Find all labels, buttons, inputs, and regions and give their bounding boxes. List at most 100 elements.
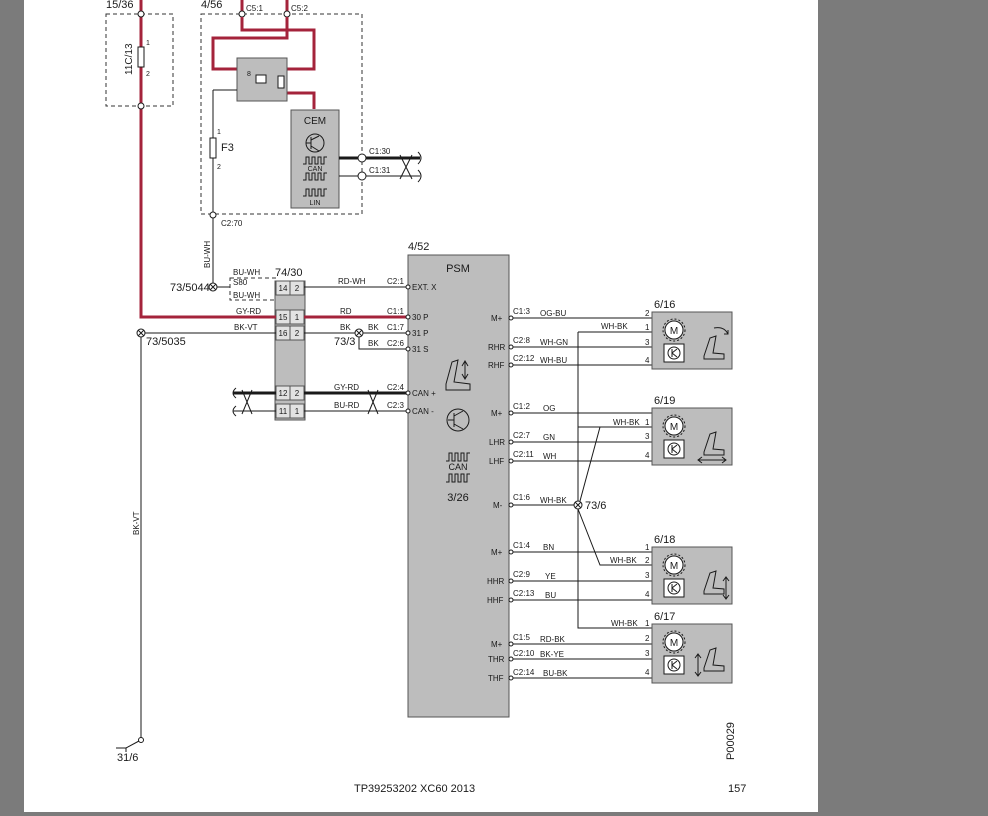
- splice-symbol: [355, 329, 363, 337]
- ref-73-5035: 73/5035: [146, 336, 186, 348]
- pin-c5-1: C5:1: [246, 4, 263, 13]
- wire-node: [138, 737, 144, 743]
- motor-pin: 1: [645, 543, 650, 552]
- connector-pin: 16: [279, 329, 288, 338]
- adjust-arrow-icon: [694, 653, 702, 677]
- pin-c1-30: C1:30: [369, 147, 391, 156]
- motor-icon: [664, 416, 684, 436]
- hall-sensor-icon: [671, 660, 678, 670]
- s80-label: S80: [233, 278, 248, 287]
- motor-icon-glyph: M: [670, 638, 678, 649]
- pin-c1-7: C1:7: [387, 323, 404, 332]
- psm-output: M-: [493, 501, 503, 510]
- motor-pin: 2: [645, 309, 650, 318]
- connector-pin: 2: [295, 389, 300, 398]
- wire-color: OG-BU: [540, 309, 566, 318]
- motor-pin: 4: [645, 590, 650, 599]
- wire-color: WH-BK: [540, 496, 567, 505]
- wire-break-symbol: [232, 387, 237, 417]
- cem-title: CEM: [304, 116, 326, 127]
- seat-icon: [703, 335, 725, 360]
- hall-sensor-icon: [671, 444, 678, 454]
- hall-sensor-icon: [667, 658, 681, 672]
- motor-pin: 3: [645, 571, 650, 580]
- connector-pin: 1: [295, 313, 300, 322]
- wire-node: [238, 10, 246, 18]
- wire-node: [137, 10, 145, 18]
- adjust-arrow-icon: [713, 327, 729, 335]
- pin-c5-2: C5:2: [291, 4, 308, 13]
- ref-6-18: 6/18: [654, 534, 675, 546]
- pin-c1-3: C1:3: [513, 307, 530, 316]
- fuse-11c13-symbol: [137, 46, 145, 68]
- power-wire-gy-rd: [139, 300, 276, 319]
- wire-color: GN: [543, 433, 555, 442]
- seat-icon: [703, 570, 725, 595]
- connector-pin: 2: [295, 329, 300, 338]
- wire-node: [283, 10, 291, 18]
- twisted-pair-symbol: [399, 154, 413, 180]
- transistor-icon: [306, 135, 320, 152]
- wire-color: WH-BK: [611, 619, 638, 628]
- pin-c2-7: C2:7: [513, 431, 530, 440]
- wiring-diagram: 15/36 11C/13 1 2 4/56 C5:1 C5:2 8 F3 1 2…: [105, 0, 746, 795]
- connector-pin: 11: [279, 407, 288, 416]
- wire-color: OG: [543, 404, 555, 413]
- psm-input-30p: 30 P: [412, 313, 428, 322]
- pin-c2-4: C2:4: [387, 383, 404, 392]
- cem-box-outline: [200, 13, 363, 215]
- motor-icon-glyph: M: [670, 561, 678, 572]
- wire-color: WH-BU: [540, 356, 567, 365]
- wire-color: BK-VT: [234, 323, 258, 332]
- hall-sensor-icon: [667, 346, 681, 360]
- splice-symbol: [209, 283, 217, 291]
- psm-output: HHF: [487, 596, 504, 605]
- pin-c2-11: C2:11: [513, 450, 534, 459]
- motor-pin: 1: [645, 619, 650, 628]
- connector-pin: 14: [279, 284, 288, 293]
- pin: [405, 284, 411, 290]
- psm-output: M+: [491, 640, 503, 649]
- fuse-f3-label: F3: [221, 142, 234, 154]
- fuse-f3-symbol: [209, 137, 217, 159]
- wiring-diagram-page: 15/36 11C/13 1 2 4/56 C5:1 C5:2 8 F3 1 2…: [24, 0, 818, 812]
- wire: [358, 337, 406, 350]
- wire-color: WH-BK: [601, 322, 628, 331]
- power-wire: [240, 17, 316, 71]
- psm-can-label: CAN: [448, 462, 467, 472]
- transistor-icon: [448, 410, 464, 430]
- pin-c1-31: C1:31: [369, 166, 391, 175]
- hall-sensor-icon: [663, 578, 685, 598]
- wire-color: YE: [545, 572, 556, 581]
- ref-73-6: 73/6: [585, 500, 606, 512]
- pin-c1-2: C1:2: [513, 402, 530, 411]
- motor-gear-icon: [662, 318, 686, 342]
- psm-input-can-low: CAN -: [412, 407, 434, 416]
- motor-pin: 1: [645, 323, 650, 332]
- s80-variant-outline: [229, 277, 277, 301]
- wire-color: BK-YE: [540, 650, 564, 659]
- pin-c1-6: C1:6: [513, 493, 530, 502]
- wire-node: [137, 102, 145, 110]
- wire-color: GY-RD: [334, 383, 359, 392]
- pin: [405, 408, 411, 414]
- motor-pin: 3: [645, 649, 650, 658]
- connector-pin: 1: [295, 407, 300, 416]
- pin: [405, 346, 411, 352]
- fuse-11c13-label: 11C/13: [124, 43, 135, 75]
- ref-73-5044: 73/5044: [170, 282, 210, 294]
- pin-c2-3: C2:3: [387, 401, 404, 410]
- wire-color: RD-WH: [338, 277, 366, 286]
- psm-input-ext-x: EXT. X: [412, 283, 437, 292]
- motor-pin: 3: [645, 338, 650, 347]
- pin-c2-9: C2:9: [513, 570, 530, 579]
- hall-sensor-icon: [667, 581, 681, 595]
- adjust-arrow-icon: [697, 456, 727, 464]
- pin-c2-10: C2:10: [513, 649, 535, 658]
- pin: [405, 390, 411, 396]
- connector-pin: 12: [279, 389, 288, 398]
- wire-color: BU-RD: [334, 401, 360, 410]
- psm-output: THF: [488, 674, 504, 683]
- hall-sensor-icon: [663, 439, 685, 459]
